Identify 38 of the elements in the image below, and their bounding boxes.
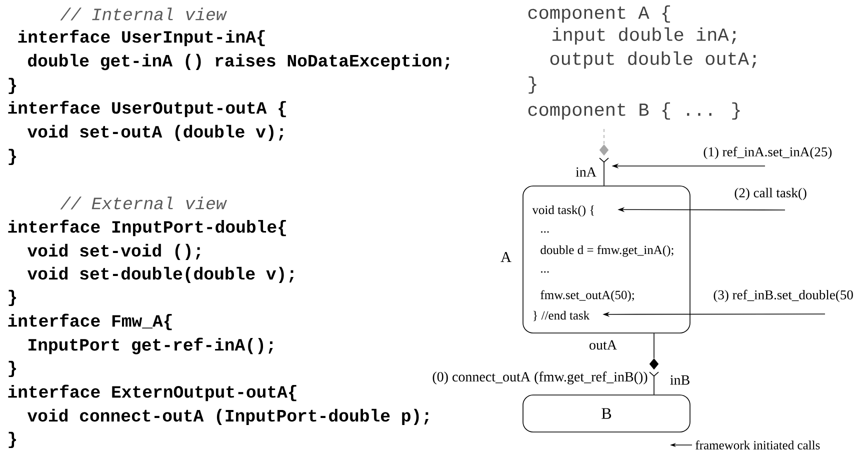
code-line: output double outA; [550, 51, 756, 69]
code-comment: // External view [60, 196, 227, 210]
code-line: } [8, 432, 16, 448]
connector [599, 158, 609, 186]
code-line: void set-void (); [27, 244, 200, 260]
code-line: interface ExternOutput-outA{ [8, 384, 296, 402]
port-label: (0) connect_outA (fmw.get_ref_inB()) [432, 372, 648, 384]
port-label: inB [670, 375, 690, 385]
code-line: interface UserOutput-outA { [8, 100, 286, 118]
port-diamond [599, 144, 609, 156]
edge-label: (2) call task() [734, 188, 806, 200]
code-line: } [8, 290, 16, 306]
code-line: } [8, 78, 16, 94]
code-line: } [8, 360, 16, 378]
port-diamond [649, 358, 659, 370]
legend-text: framework initiated calls [696, 440, 820, 450]
edge-label: (1) ref_inA.set_inA(25) [704, 146, 832, 160]
code-line: input double inA; [552, 27, 736, 45]
call-label: outA [590, 340, 617, 350]
component-box: B [522, 394, 690, 432]
component-box: void task() { ... double d = fmw.get_inA(); ... fmw.set_outA(50); } //end task [522, 186, 690, 334]
code-comment: // Internal view [60, 8, 227, 20]
code-line: void set-outA (double v); [27, 124, 284, 142]
code-line: void connect-outA (InputPort-double p); [27, 408, 428, 426]
code-line: void set-double(double v); [27, 266, 294, 284]
edge-label: (3) ref_inB.set_double(50 [714, 290, 853, 302]
code-line: } [8, 148, 16, 166]
connector [649, 372, 659, 395]
code-line: double get-inA () raises NoDataException; [28, 54, 450, 70]
code-line: component A { [528, 5, 670, 23]
code-line: component B { ... } [528, 102, 740, 120]
code-line: InputPort get-ref-inA(); [28, 338, 273, 354]
code-line: interface Fmw_A{ [8, 314, 172, 330]
code-line: interface InputPort-double{ [8, 220, 286, 236]
code-line: interface UserInput-inA{ [18, 30, 265, 46]
code-line: } [528, 76, 536, 94]
component-name: A [500, 252, 512, 262]
port-label: inA [576, 167, 596, 177]
